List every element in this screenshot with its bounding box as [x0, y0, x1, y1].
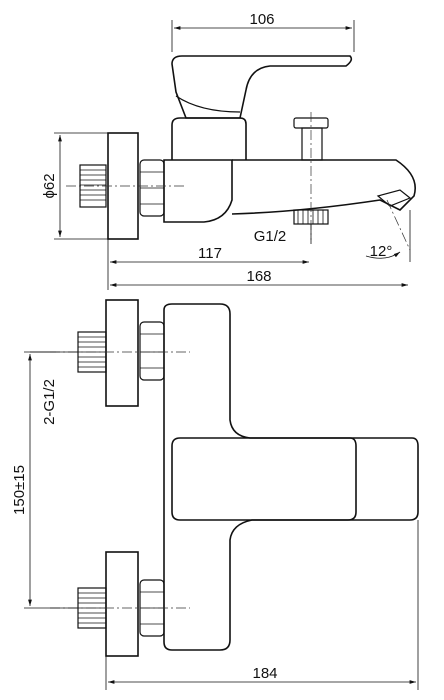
dim-106: 106	[171, 11, 355, 52]
dim-117-label: 117	[198, 245, 222, 262]
side-lever-handle	[171, 55, 353, 119]
front-mixer-body	[163, 303, 357, 651]
side-mixer-body	[163, 159, 233, 223]
dim-diameter-label: ϕ62	[41, 173, 58, 198]
dim-168-label: 168	[246, 268, 271, 285]
dim-angle: 12°	[365, 210, 411, 262]
dim-angle-label: 12°	[370, 243, 393, 260]
lower-flange	[105, 551, 139, 657]
angle-ref-line	[386, 199, 411, 251]
dim-184-label: 184	[252, 665, 277, 682]
dim-spacing-label: 150±15	[11, 465, 28, 515]
upper-flange	[105, 299, 139, 407]
dim-117: 117	[107, 239, 309, 290]
dim-spacing: 150±15	[11, 351, 78, 609]
side-cartridge	[171, 117, 247, 160]
dim-106-label: 106	[249, 11, 274, 28]
dim-diameter: ϕ62	[41, 132, 108, 240]
side-view	[66, 55, 416, 251]
upper-hex-nut	[139, 321, 165, 381]
dim-thread-label: G1/2	[254, 228, 287, 245]
spout-outlet	[376, 189, 412, 207]
dim-inlets-label: 2-G1/2	[41, 379, 58, 425]
dim-inlets: 2-G1/2	[30, 351, 58, 425]
side-hex-nut	[139, 159, 165, 217]
side-spout	[231, 159, 416, 215]
front-spout-face	[171, 437, 419, 521]
side-lever-inner	[175, 95, 241, 113]
front-view	[50, 299, 419, 657]
dim-184: 184	[105, 520, 419, 690]
dim-thread: G1/2	[254, 224, 312, 245]
dim-168: 168	[110, 268, 408, 287]
